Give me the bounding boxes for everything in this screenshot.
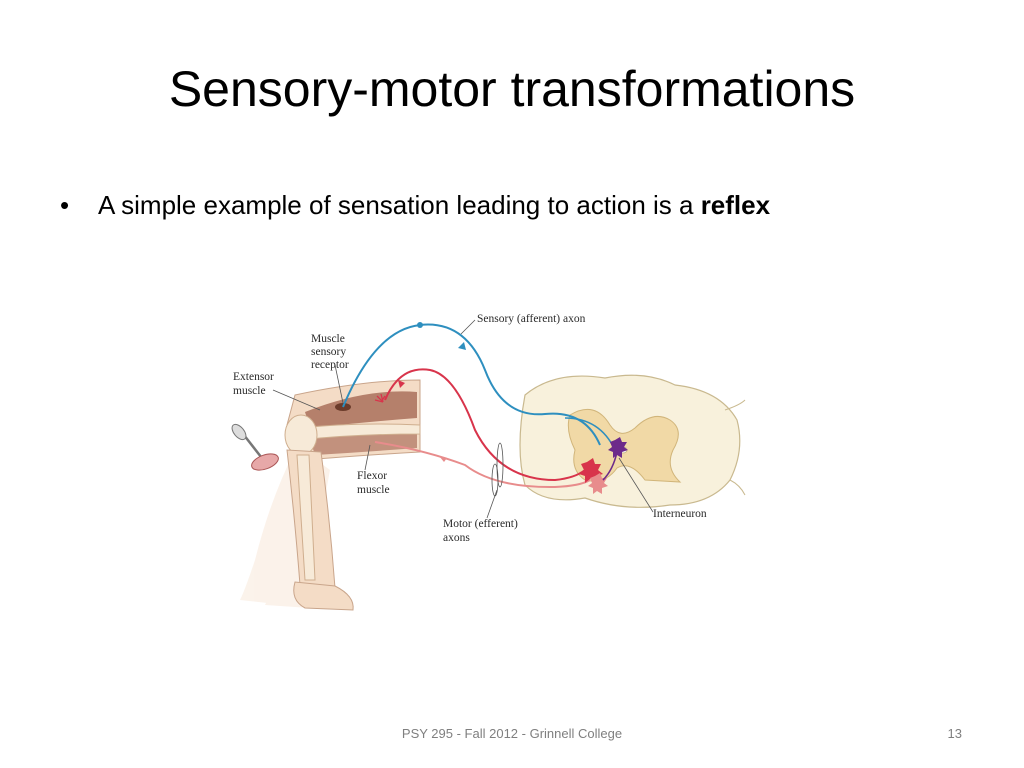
reflex-diagram-svg: Sensory (afferent) axon Muscle sensory r… bbox=[231, 313, 746, 611]
label-axons: axons bbox=[443, 532, 470, 544]
extensor-muscle bbox=[305, 391, 417, 428]
slide-title: Sensory-motor transformations bbox=[168, 61, 856, 117]
page-number: 13 bbox=[947, 726, 962, 741]
bullet-keyword: reflex bbox=[700, 190, 771, 220]
femur-bone bbox=[299, 423, 421, 441]
motor-arrow-extensor-icon bbox=[398, 380, 405, 388]
label-receptor: receptor bbox=[311, 359, 349, 371]
motor-axon-extensor bbox=[384, 368, 586, 482]
label-interneuron: Interneuron bbox=[653, 508, 707, 520]
bullet-text: A simple example of sensation leading to… bbox=[98, 190, 701, 220]
interneuron-link bbox=[602, 451, 618, 481]
bullet-item: • A simple example of sensation leading t… bbox=[60, 190, 770, 221]
label-flexor: Flexor bbox=[357, 470, 387, 482]
slide-footer: PSY 295 - Fall 2012 - Grinnell College bbox=[401, 726, 623, 741]
label-sensory-axon: Sensory (afferent) axon bbox=[477, 313, 586, 325]
label-flexor-muscle: muscle bbox=[357, 484, 390, 496]
label-muscle: Muscle bbox=[311, 333, 345, 345]
reflex-diagram: Sensory (afferent) axon Muscle sensory r… bbox=[225, 300, 755, 630]
sensory-axon bbox=[342, 323, 601, 446]
nerve-ring-1 bbox=[496, 442, 504, 488]
foot bbox=[293, 581, 354, 611]
tibia-bone bbox=[296, 454, 316, 581]
extensor-motor-neuron-icon bbox=[579, 458, 603, 483]
label-extensor-muscle: muscle bbox=[233, 385, 266, 397]
flexor-motor-neuron-icon bbox=[588, 473, 608, 494]
sensory-arrow-icon bbox=[458, 342, 466, 350]
sensory-cell-body-icon bbox=[417, 322, 423, 328]
motor-axon-flexor bbox=[374, 441, 591, 489]
bullet-dot-icon: • bbox=[60, 190, 70, 220]
reflex-hammer-icon bbox=[231, 423, 279, 471]
interneuron-icon bbox=[608, 437, 628, 458]
label-extensor: Extensor bbox=[233, 371, 274, 383]
motor-arrow-flexor-icon bbox=[439, 456, 447, 462]
extensor-endplate-icon bbox=[374, 393, 386, 403]
label-sensory: sensory bbox=[311, 346, 346, 358]
label-motor-axons: Motor (efferent) bbox=[443, 518, 518, 530]
leader-lines bbox=[272, 319, 654, 519]
knee-joint bbox=[284, 414, 318, 456]
